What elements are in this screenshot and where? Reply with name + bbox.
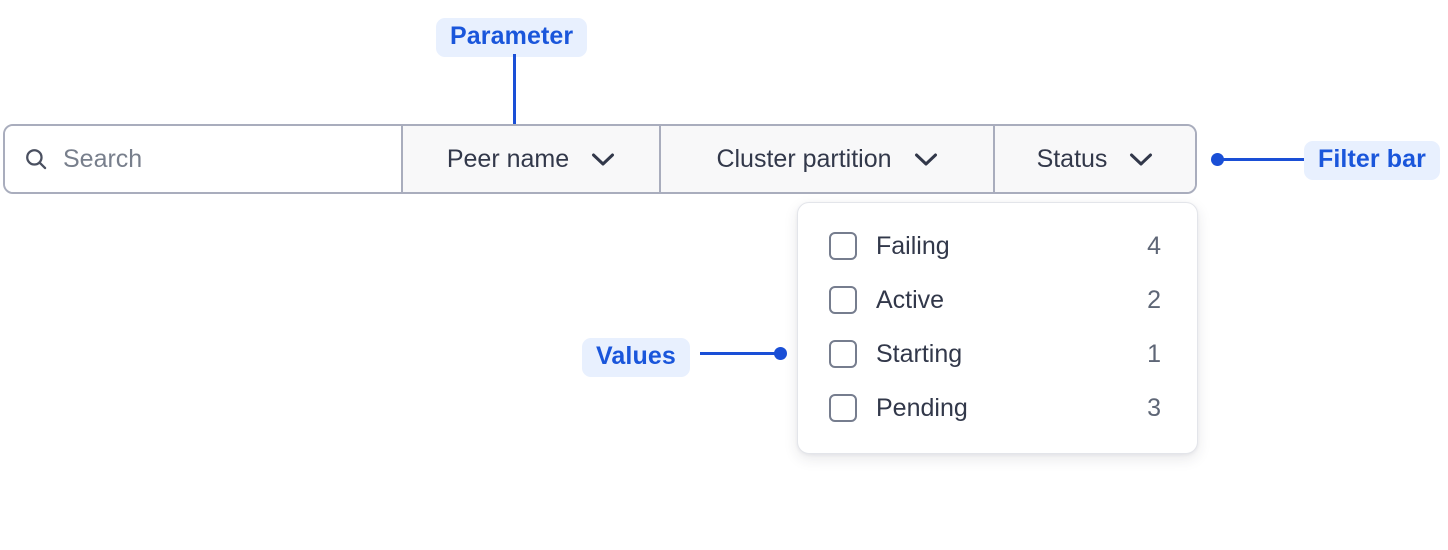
dropdown-item-label: Failing xyxy=(876,231,950,260)
dropdown-item-failing[interactable]: Failing 4 xyxy=(798,219,1197,273)
filter-segment-label: Cluster partition xyxy=(716,144,892,173)
filter-segment-label: Status xyxy=(1036,144,1108,173)
dropdown-item-label: Starting xyxy=(876,339,963,368)
checkbox-active[interactable] xyxy=(829,286,857,314)
dropdown-item-starting[interactable]: Starting 1 xyxy=(798,327,1197,381)
checkbox-failing[interactable] xyxy=(829,232,857,260)
filter-segment-status[interactable]: Status xyxy=(995,126,1195,192)
annotation-badge-values: Values xyxy=(582,338,690,377)
annotation-connector-parameter xyxy=(513,54,516,144)
dropdown-item-count: 1 xyxy=(1147,339,1161,368)
status-filter-dropdown: Failing 4 Active 2 Starting 1 Pending 3 xyxy=(797,202,1198,454)
chevron-down-icon xyxy=(592,153,615,166)
annotation-connector-values xyxy=(700,352,780,355)
checkbox-starting[interactable] xyxy=(829,340,857,368)
filter-segment-label: Peer name xyxy=(446,144,570,173)
chevron-down-icon xyxy=(1130,153,1153,166)
annotation-dot-values xyxy=(774,347,787,360)
search-icon xyxy=(26,149,47,170)
filter-segment-cluster-partition[interactable]: Cluster partition xyxy=(661,126,995,192)
checkbox-pending[interactable] xyxy=(829,394,857,422)
annotation-badge-filter-bar: Filter bar xyxy=(1304,141,1440,180)
dropdown-item-active[interactable]: Active 2 xyxy=(798,273,1197,327)
dropdown-item-pending[interactable]: Pending 3 xyxy=(798,381,1197,435)
dropdown-item-count: 3 xyxy=(1147,393,1161,422)
chevron-down-icon xyxy=(914,153,937,166)
dropdown-item-count: 4 xyxy=(1147,231,1161,260)
annotation-connector-filter-bar xyxy=(1220,158,1304,161)
filter-bar: Peer name Cluster partition Status xyxy=(3,124,1197,194)
annotation-badge-parameter: Parameter xyxy=(436,18,588,57)
dropdown-item-label: Pending xyxy=(876,393,968,422)
annotation-dot-filter-bar xyxy=(1211,153,1224,166)
filter-segment-peer-name[interactable]: Peer name xyxy=(403,126,661,192)
search-input[interactable] xyxy=(63,144,383,174)
search-field[interactable] xyxy=(5,126,403,192)
dropdown-item-count: 2 xyxy=(1147,285,1161,314)
dropdown-item-label: Active xyxy=(876,285,945,314)
